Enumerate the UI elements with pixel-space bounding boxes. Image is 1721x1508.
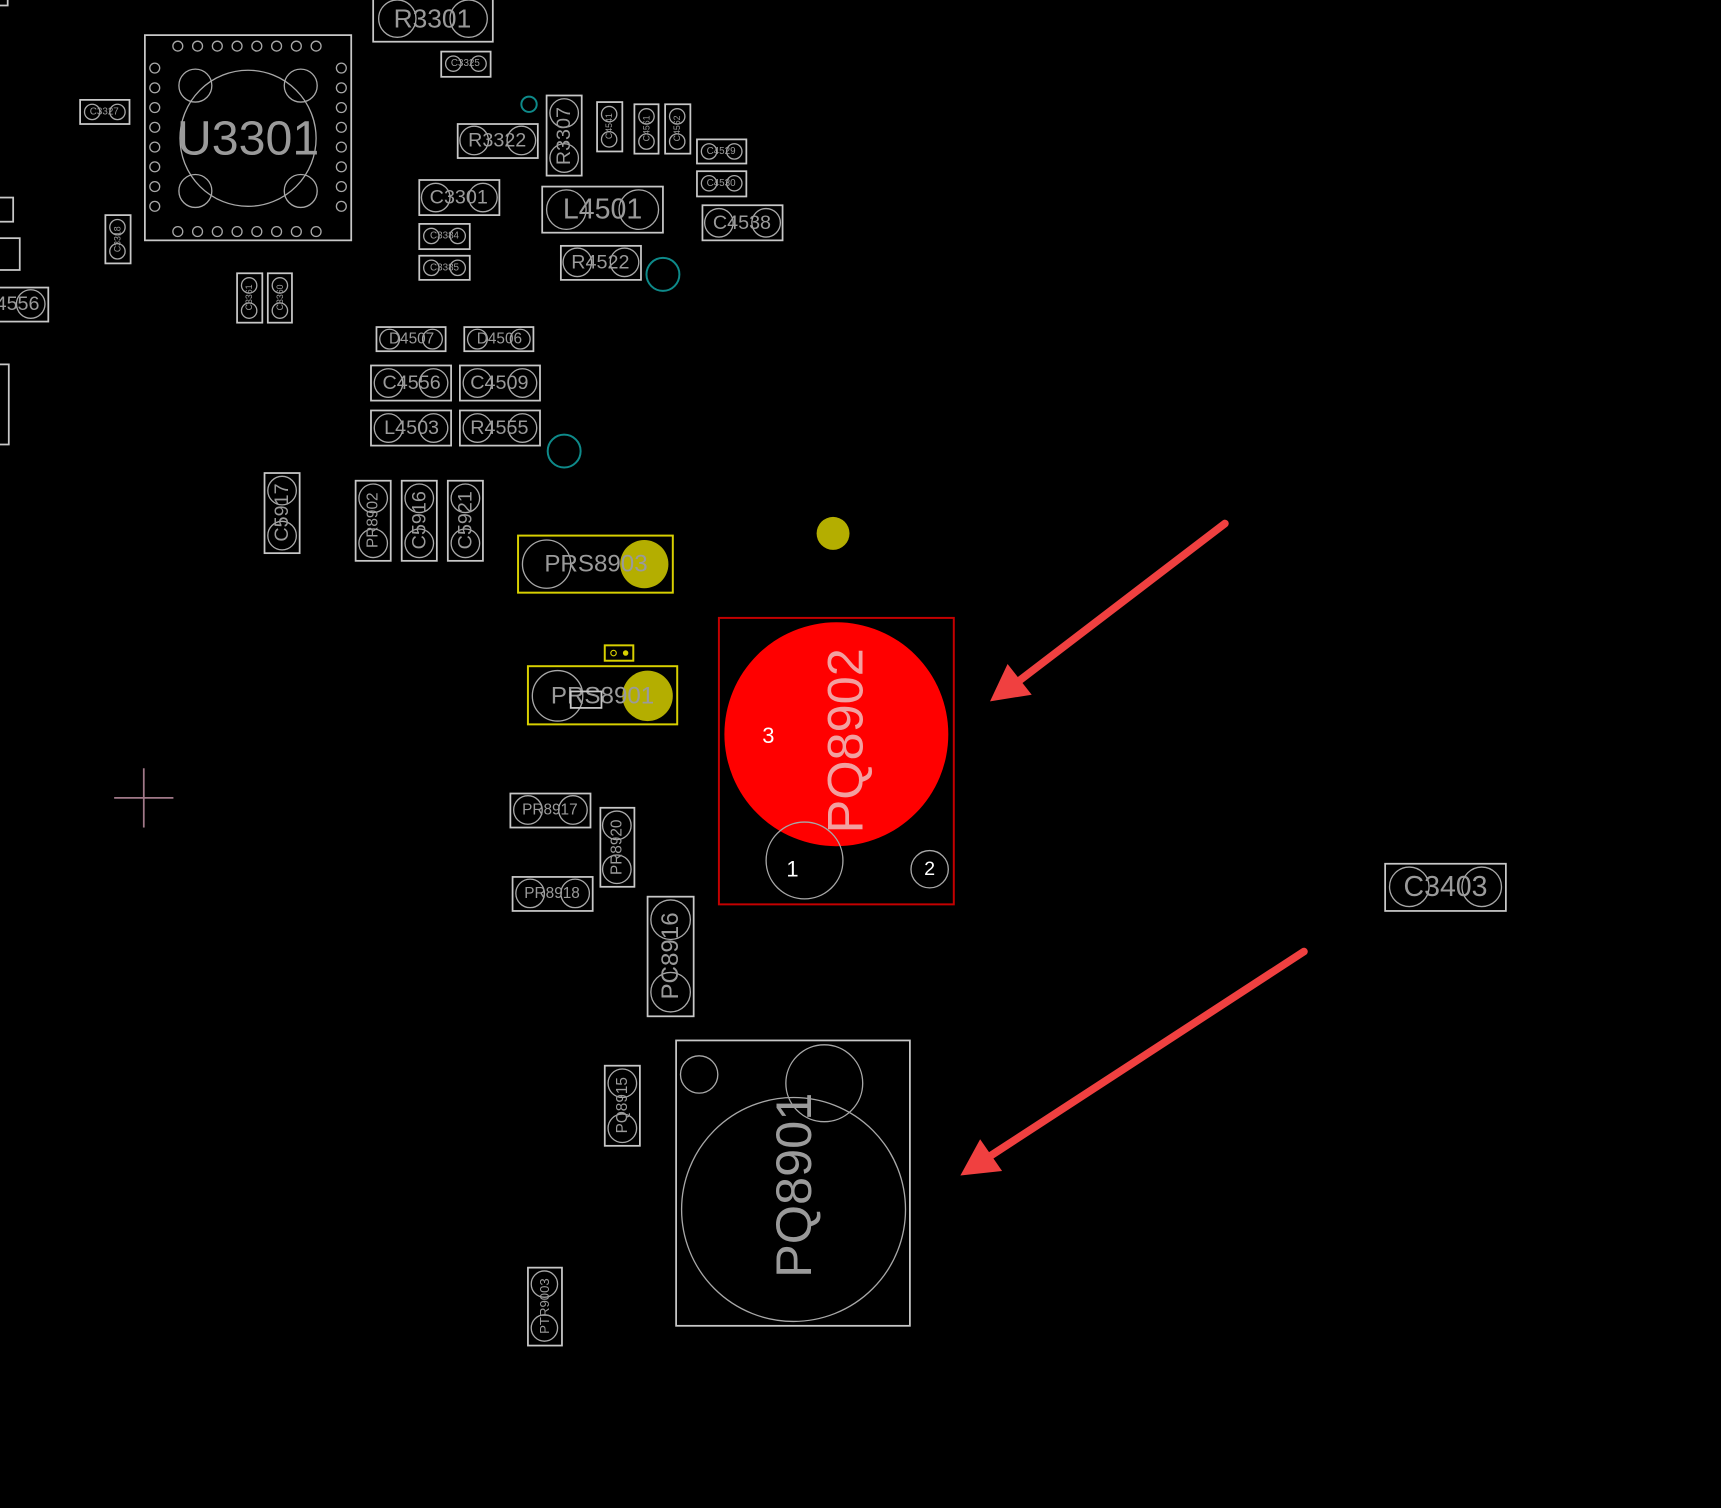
component-C3301[interactable]: C3301 (418, 179, 501, 216)
component-label: PR8920 (608, 820, 625, 876)
component-label: C4509 (470, 372, 528, 394)
component-C3318[interactable]: C3318 (104, 214, 132, 265)
component-C4538[interactable]: C4538 (701, 204, 784, 242)
component-R4555[interactable]: R4555 (459, 409, 541, 447)
component-R3307[interactable]: R3307 (545, 94, 583, 177)
component-R3322[interactable]: R3322 (456, 123, 539, 159)
pin-label: 2 (924, 858, 935, 880)
component-label: C4556 (382, 372, 440, 394)
component-C4561[interactable]: C4561 (633, 103, 660, 155)
component-label: L4503 (384, 417, 439, 439)
component-label: C4562 (672, 115, 682, 141)
component-label: D4507 (389, 331, 434, 348)
component-label: C3325 (451, 58, 481, 69)
component-label: C4538 (713, 212, 771, 234)
component-label: C4561 (641, 115, 651, 141)
component-C5917[interactable]: C5917 (263, 472, 301, 555)
via-icon (546, 433, 582, 469)
component-edge-partials[interactable]: 4556 (0, 0, 50, 446)
component-label: C4529 (707, 146, 737, 157)
component-label: R4522 (571, 251, 629, 273)
component-C3360[interactable]: C3360 (266, 272, 293, 324)
component-label: C3385 (430, 262, 460, 273)
component-label: C4530 (707, 178, 737, 189)
component-C4541[interactable]: C4541 (596, 101, 624, 153)
component-U3301[interactable]: U3301 (144, 34, 353, 242)
component-C3385[interactable]: C3385 (418, 254, 471, 281)
pin-1-pad[interactable] (765, 821, 844, 900)
component-label: L4501 (563, 194, 642, 226)
component-label: C3384 (430, 230, 460, 241)
component-label: C4541 (604, 113, 614, 139)
component-C4556[interactable]: C4556 (370, 364, 452, 402)
annotation-arrow-icon (960, 947, 1308, 1176)
pin-label: 3 (762, 723, 774, 748)
pin-label: 1 (786, 857, 798, 882)
component-label: R3301 (394, 4, 472, 34)
component-label: PQ8915 (614, 1077, 631, 1133)
component-PQ8902-selected[interactable]: PQ8902 3 1 2 (717, 616, 955, 906)
crosshair-cursor-icon (114, 768, 174, 828)
component-C3384[interactable]: C3384 (418, 223, 471, 251)
component-label: PQ8901 (765, 1093, 822, 1278)
component-label: C3361 (244, 284, 254, 310)
component-label: C3327 (90, 106, 119, 117)
component-label: C5921 (454, 491, 476, 549)
component-label: C3301 (430, 187, 488, 209)
component-PQ8915[interactable]: PQ8915 (603, 1064, 641, 1147)
component-PC8916[interactable]: PC8916 (646, 895, 695, 1018)
pin-3-pad[interactable] (724, 622, 949, 847)
component-R4522[interactable]: R4522 (559, 244, 642, 281)
component-label: R3307 (553, 107, 575, 165)
component-C3403[interactable]: C3403 (1384, 862, 1507, 912)
component-D4506[interactable]: D4506 (463, 326, 535, 353)
component-label: PC8916 (657, 912, 684, 999)
component-L4503[interactable]: L4503 (370, 409, 452, 447)
component-PR8917[interactable]: PR8917 (509, 792, 592, 829)
component-R3301[interactable]: R3301 (372, 0, 494, 43)
component-label: PTR9003 (537, 1278, 552, 1334)
component-label: PR8902 (365, 492, 382, 548)
component-label: C3318 (112, 226, 122, 252)
component-C3361[interactable]: C3361 (236, 272, 264, 324)
component-label: C5917 (271, 483, 293, 541)
via-icon (520, 95, 538, 113)
pin-2-pad[interactable] (910, 849, 949, 889)
component-label: U3301 (177, 111, 319, 165)
component-label: C5916 (408, 491, 430, 549)
component-C5916[interactable]: C5916 (400, 479, 438, 562)
component-PR8920[interactable]: PR8920 (599, 806, 636, 888)
component-PQ8901[interactable]: PQ8901 (675, 1039, 911, 1327)
via-icon (645, 256, 681, 292)
component-PR8902[interactable]: PR8902 (354, 479, 392, 562)
component-C4529[interactable]: C4529 (696, 138, 748, 165)
component-label: C3360 (275, 284, 285, 310)
component-label: PR8917 (522, 801, 578, 818)
component-label: D4506 (477, 331, 522, 348)
component-PTR9003[interactable]: PTR9003 (527, 1266, 563, 1347)
component-C4562[interactable]: C4562 (664, 103, 692, 155)
component-label: R4555 (470, 417, 528, 439)
component-label: PRS8903 (544, 551, 647, 578)
component-label: R3322 (468, 129, 526, 151)
component-C4509[interactable]: C4509 (459, 364, 541, 402)
component-PR8918[interactable]: PR8918 (511, 876, 594, 912)
small-highlighted-part[interactable] (603, 644, 635, 662)
component-label: 4556 (0, 293, 40, 315)
component-C5921[interactable]: C5921 (446, 479, 484, 562)
component-label: PRS8901 (551, 682, 654, 709)
component-L4501[interactable]: L4501 (541, 185, 664, 234)
component-C3327[interactable]: C3327 (79, 98, 131, 125)
component-C3325[interactable]: C3325 (440, 50, 492, 78)
component-label: C3403 (1403, 871, 1487, 903)
component-C4530[interactable]: C4530 (696, 170, 748, 198)
component-PRS8903[interactable]: PRS8903 (517, 534, 674, 594)
component-D4507[interactable]: D4507 (375, 326, 447, 353)
component-PRS8901[interactable]: PRS8901 (526, 665, 679, 726)
component-label: PR8918 (524, 885, 580, 902)
annotation-arrow-icon (990, 519, 1229, 702)
net-highlight-point[interactable] (816, 516, 850, 550)
component-label: PQ8902 (817, 648, 874, 833)
